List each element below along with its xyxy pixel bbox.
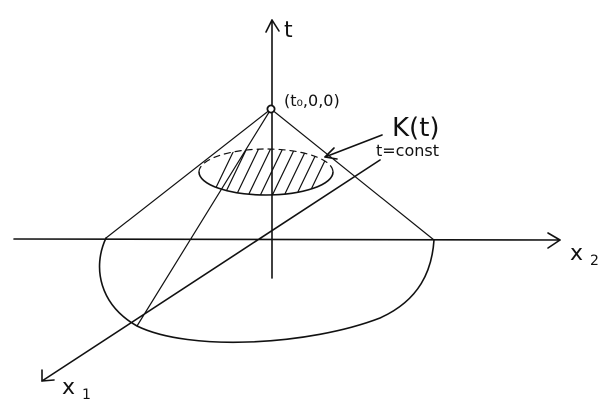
- x2-axis-label: x 2: [570, 241, 599, 269]
- apex-point: [266, 104, 276, 114]
- cross-section-back-edge: [198, 148, 334, 173]
- x1-axis-letter: x: [62, 375, 75, 400]
- cross-section-k: [198, 148, 334, 196]
- cone-generators: [105, 108, 435, 327]
- cross-section-front-edge: [198, 171, 334, 196]
- cross-section-label: K(t): [392, 113, 440, 143]
- x1-axis: [41, 159, 381, 382]
- x1-axis-label: x 1: [62, 375, 91, 403]
- x2-axis: [13, 232, 561, 249]
- t-axis-label: t: [284, 18, 293, 43]
- cross-section-hatching: [209, 149, 333, 195]
- x2-axis-letter: x: [570, 241, 583, 266]
- k-pointer-arrow: [324, 134, 383, 160]
- cone-base: [98, 237, 435, 344]
- condition-label: t=const: [376, 141, 439, 160]
- x2-axis-subscript: 2: [590, 253, 599, 269]
- x1-axis-subscript: 1: [82, 387, 91, 403]
- apex-label: (t₀,0,0): [284, 91, 340, 110]
